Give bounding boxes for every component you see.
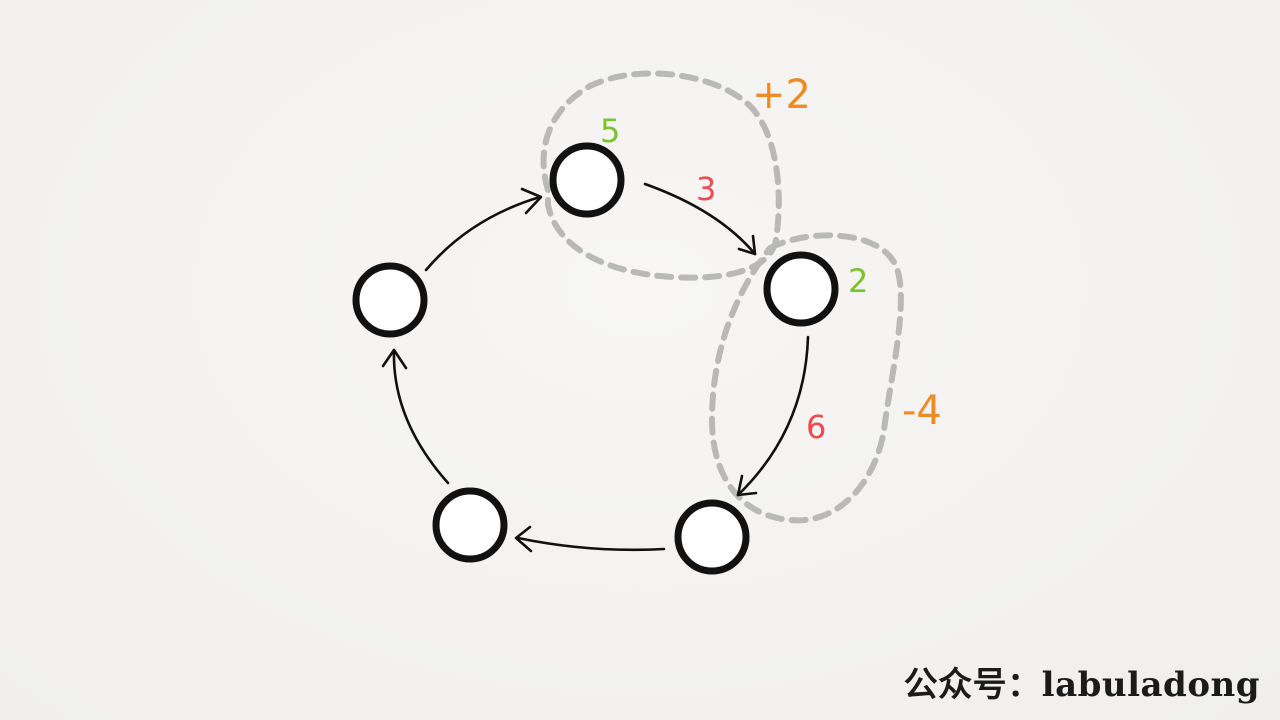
arrowhead-right-to-bottom xyxy=(736,474,758,497)
edge-right-to-bottom xyxy=(736,335,810,497)
delta-label-right: -4 xyxy=(902,388,942,434)
node-right xyxy=(763,251,839,327)
gain-label-top: 5 xyxy=(600,112,620,150)
node-bottom-left xyxy=(432,487,508,563)
node-bottom xyxy=(674,499,750,575)
watermark: 公众号：labuladong xyxy=(903,665,1260,705)
edge-bottomleft-to-left xyxy=(392,348,450,485)
arrowhead-top-to-right xyxy=(737,234,757,256)
edge-weight-top-right: 3 xyxy=(696,170,716,208)
arrowhead-left-to-top xyxy=(520,187,543,215)
arrowhead-bottom-to-bottomleft xyxy=(514,525,533,553)
gain-label-right: 2 xyxy=(848,262,868,300)
node-top xyxy=(549,142,625,218)
node-left xyxy=(352,262,428,338)
group-outline-top xyxy=(540,70,782,281)
group-outline-right xyxy=(708,232,904,524)
edge-left-to-top xyxy=(424,195,542,272)
edge-weight-right-bottom: 6 xyxy=(806,408,826,446)
arrowhead-bottomleft-to-left xyxy=(381,348,408,370)
edge-top-to-right xyxy=(643,182,757,256)
edge-bottom-to-bottomleft xyxy=(516,536,666,552)
delta-label-top: +2 xyxy=(752,72,811,118)
